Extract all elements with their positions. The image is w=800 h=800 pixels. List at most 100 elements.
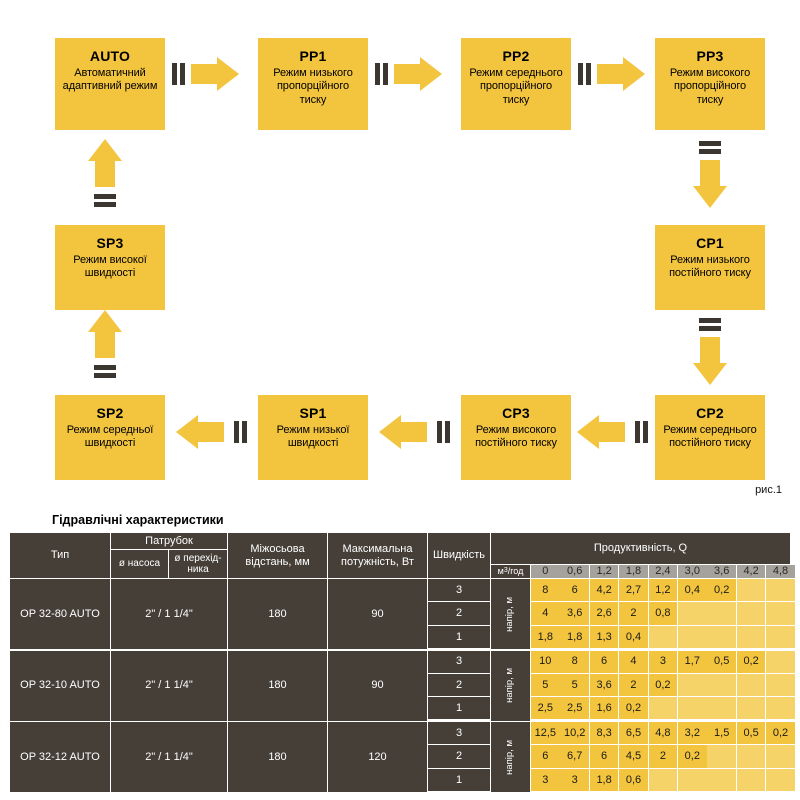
head-cell-empty bbox=[766, 673, 795, 697]
pause-mark-sp2-sp3 bbox=[94, 365, 116, 378]
head-unit-text: напір, м bbox=[504, 596, 516, 632]
flow-node-code: CP1 bbox=[696, 235, 724, 251]
flow-node-sp3[interactable]: SP3 Режим високої швидкості bbox=[55, 225, 165, 310]
header-port-adapter: ø перехід- ника bbox=[169, 550, 227, 578]
head-cell-empty bbox=[766, 625, 795, 648]
flow-node-desc: Режим низького пропорційного тиску bbox=[273, 67, 353, 106]
head-cell: 12,5 bbox=[531, 722, 560, 745]
head-cell-empty bbox=[707, 768, 736, 791]
flow-node-desc: Режим високого постійного тиску bbox=[475, 424, 557, 450]
head-cell: 0,4 bbox=[678, 579, 707, 602]
head-cell: 0,4 bbox=[619, 625, 648, 648]
head-cell: 10,2 bbox=[560, 722, 589, 745]
flow-node-desc: Автоматичний адаптивний режим bbox=[62, 67, 158, 93]
head-cell: 6 bbox=[589, 650, 619, 673]
row-type: OP 32-12 AUTO bbox=[10, 722, 110, 792]
head-cell: 1,2 bbox=[648, 579, 678, 602]
flow-node-desc: Режим середнього постійного тиску bbox=[663, 424, 757, 450]
flow-node-pp2[interactable]: PP2 Режим середнього пропорційного тиску bbox=[461, 38, 571, 130]
head-cell-empty bbox=[766, 768, 795, 791]
head-cell: 0,6 bbox=[619, 768, 648, 791]
head-cell: 0,2 bbox=[678, 745, 707, 768]
speed-cell: 2 bbox=[428, 673, 490, 697]
head-cell-empty bbox=[678, 768, 707, 791]
head-cell: 1,8 bbox=[531, 625, 560, 648]
flow-node-code: PP3 bbox=[696, 48, 724, 64]
flow-node-code: CP2 bbox=[696, 405, 724, 421]
head-cell: 0,2 bbox=[648, 673, 678, 697]
head-cell: 1,6 bbox=[589, 697, 619, 720]
flow-node-auto[interactable]: AUTO Автоматичний адаптивний режим bbox=[55, 38, 165, 130]
head-cell-empty bbox=[766, 579, 795, 602]
row-max-power: 120 bbox=[328, 722, 427, 792]
head-cell-empty bbox=[736, 697, 766, 720]
pause-mark-cp1-cp2 bbox=[699, 318, 721, 331]
header-max-power: Максимальна потужність, Вт bbox=[328, 533, 427, 578]
head-cell-empty bbox=[678, 602, 707, 625]
head-cell: 1,8 bbox=[560, 625, 589, 648]
head-cell: 4,5 bbox=[619, 745, 648, 768]
row-max-power: 90 bbox=[328, 579, 427, 649]
flow-node-cp1[interactable]: CP1 Режим низького постійного тиску bbox=[655, 225, 765, 310]
head-cell-empty bbox=[678, 673, 707, 697]
head-cell-empty bbox=[736, 745, 766, 768]
pause-mark-sp1-sp2 bbox=[234, 421, 247, 443]
head-cell: 3 bbox=[648, 650, 678, 673]
row-type: OP 32-10 AUTO bbox=[10, 650, 110, 721]
mode-flow-diagram: AUTO Автоматичний адаптивний режим PP1 Р… bbox=[55, 38, 765, 480]
flow-node-code: SP3 bbox=[96, 235, 124, 251]
flow-node-pp1[interactable]: PP1 Режим низького пропорційного тиску bbox=[258, 38, 368, 130]
head-cell: 5 bbox=[531, 673, 560, 697]
head-cell-empty bbox=[766, 745, 795, 768]
head-cell-empty bbox=[648, 625, 678, 648]
flow-node-code: PP1 bbox=[299, 48, 327, 64]
flow-node-sp1[interactable]: SP1 Режим низької швидкості bbox=[258, 395, 368, 480]
head-cell-empty bbox=[766, 602, 795, 625]
flow-node-code: PP2 bbox=[502, 48, 530, 64]
head-cell: 8 bbox=[531, 579, 560, 602]
head-cell-empty bbox=[707, 673, 736, 697]
head-cell: 0,2 bbox=[736, 650, 766, 673]
flow-rate-header-cell: 4,8 bbox=[766, 565, 795, 578]
flow-rate-header-cell: 1,8 bbox=[619, 565, 648, 578]
flow-rate-header-cell: 4,2 bbox=[736, 565, 766, 578]
head-cell-empty bbox=[678, 697, 707, 720]
row-head-unit-label: напір, м bbox=[491, 650, 530, 721]
head-cell-empty bbox=[648, 768, 678, 791]
pause-mark-cp2-cp3 bbox=[635, 421, 648, 443]
flow-node-cp3[interactable]: CP3 Режим високого постійного тиску bbox=[461, 395, 571, 480]
head-cell-empty bbox=[736, 625, 766, 648]
header-speed: Швидкість bbox=[428, 533, 490, 578]
head-cell: 0,8 bbox=[648, 602, 678, 625]
hydraulic-characteristics-table: Тип Патрубок ø насоса ø перехід- ника Мі… bbox=[10, 533, 795, 792]
head-cell: 4 bbox=[531, 602, 560, 625]
head-cell-empty bbox=[736, 602, 766, 625]
head-cell: 4,8 bbox=[648, 722, 678, 745]
head-cell: 1,7 bbox=[678, 650, 707, 673]
flow-rate-header-cell: 0,6 bbox=[560, 565, 589, 578]
head-cell-empty bbox=[707, 745, 736, 768]
head-cell-empty bbox=[766, 650, 795, 673]
flow-node-sp2[interactable]: SP2 Режим середньої швидкості bbox=[55, 395, 165, 480]
head-cell: 3 bbox=[531, 768, 560, 791]
head-cell-empty bbox=[736, 768, 766, 791]
row-port: 2" / 1 1/4" bbox=[111, 650, 227, 721]
head-cell: 2,5 bbox=[531, 697, 560, 720]
figure-caption: рис.1 bbox=[755, 484, 782, 496]
arrow-pp1-to-pp2 bbox=[394, 57, 444, 91]
header-axial-distance: Міжосьова відстань, мм bbox=[228, 533, 327, 578]
pause-mark-auto-pp1 bbox=[172, 63, 185, 85]
speed-cell: 3 bbox=[428, 722, 490, 745]
flow-node-cp2[interactable]: CP2 Режим середнього постійного тиску bbox=[655, 395, 765, 480]
arrow-cp3-to-sp1 bbox=[377, 415, 427, 449]
head-cell: 5 bbox=[560, 673, 589, 697]
head-cell-empty bbox=[678, 625, 707, 648]
flow-rate-header-cell: 3,0 bbox=[678, 565, 707, 578]
flow-node-desc: Режим високого пропорційного тиску bbox=[669, 67, 751, 106]
pause-mark-pp2-pp3 bbox=[578, 63, 591, 85]
arrow-cp1-to-cp2 bbox=[693, 337, 727, 387]
flow-node-desc: Режим низької швидкості bbox=[276, 424, 350, 450]
arrow-sp2-to-sp3 bbox=[88, 308, 122, 358]
flow-node-pp3[interactable]: PP3 Режим високого пропорційного тиску bbox=[655, 38, 765, 130]
head-cell: 0,5 bbox=[707, 650, 736, 673]
